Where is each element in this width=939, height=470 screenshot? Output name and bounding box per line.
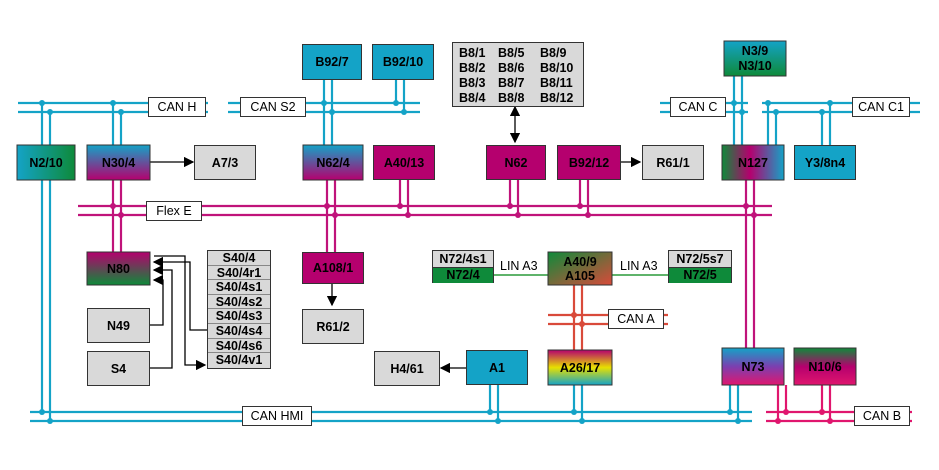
component-r61-1: R61/1 — [642, 145, 704, 180]
b8-2: B8/2 — [459, 61, 486, 75]
b8-7: B8/7 — [498, 76, 525, 90]
can-c-label: CAN C — [670, 97, 726, 117]
component-h4-61: H4/61 — [374, 351, 440, 386]
n3-9-label: N3/9 — [741, 43, 769, 58]
a40-9-label: A40/9 — [563, 254, 597, 269]
module-n127: N127 — [738, 155, 768, 170]
b8-sensor-block: B8/1 B8/5 B8/9 B8/2 B8/6 B8/10 B8/3 B8/7… — [452, 42, 584, 107]
lin-a3-right-label: LIN A3 — [618, 259, 660, 273]
module-n10-6-fill — [793, 347, 857, 386]
module-a40-13: A40/13 — [373, 145, 435, 180]
module-n62-4-fill — [302, 144, 364, 181]
can-a-label: CAN A — [608, 309, 664, 329]
b8-6: B8/6 — [498, 61, 525, 75]
module-n10-6: N10/6 — [808, 359, 842, 374]
n72-5s7-label: N72/5s7 — [669, 251, 731, 268]
s40-switch-block: S40/4 S40/4r1 S40/4s1 S40/4s2 S40/4s3 S4… — [207, 250, 271, 369]
module-n2-10: N2/10 — [29, 155, 63, 170]
s40-4s1: S40/4s1 — [208, 280, 270, 295]
component-n49: N49 — [87, 308, 150, 343]
b8-4: B8/4 — [459, 91, 486, 105]
module-y3-8n4: Y3/8n4 — [794, 145, 856, 180]
module-n3-9-n3-10: N3/9 N3/10 — [724, 41, 786, 76]
can-c1-label: CAN C1 — [852, 97, 910, 117]
module-n73: N73 — [741, 359, 765, 374]
b8-9: B8/9 — [540, 46, 567, 60]
s40-4s6: S40/4s6 — [208, 339, 270, 354]
b8-5: B8/5 — [498, 46, 525, 60]
can-h-label: CAN H — [148, 97, 206, 117]
module-b92-12: B92/12 — [557, 145, 621, 180]
module-a40-9-fill — [547, 251, 613, 286]
module-n72-4-group: N72/4s1 N72/4 — [432, 250, 494, 283]
module-b92-7: B92/7 — [302, 44, 362, 80]
module-n80: N80 — [107, 261, 130, 276]
b8-8: B8/8 — [498, 91, 525, 105]
can-hmi-label: CAN HMI — [242, 406, 312, 426]
flex-e-label: Flex E — [146, 201, 202, 221]
component-r61-2: R61/2 — [302, 309, 364, 344]
module-n72-5-group: N72/5s7 N72/5 — [668, 250, 732, 283]
can-b-label: CAN B — [854, 406, 910, 426]
a105-label: A105 — [565, 268, 595, 283]
module-n73-fill — [721, 347, 785, 386]
can-hmi-bus — [30, 180, 752, 423]
b8-11: B8/11 — [540, 76, 573, 90]
n72-4-label: N72/4 — [433, 267, 493, 283]
s40-4r1: S40/4r1 — [208, 266, 270, 281]
module-n62: N62 — [486, 145, 546, 180]
module-b92-10: B92/10 — [372, 44, 434, 80]
module-a26-17: A26/17 — [559, 360, 601, 375]
s40-4s2: S40/4s2 — [208, 295, 270, 310]
b8-3: B8/3 — [459, 76, 486, 90]
module-a26-17-fill — [547, 349, 613, 386]
module-n30-4-fill — [86, 144, 151, 181]
b8-10: B8/10 — [540, 61, 574, 75]
module-n30-4: N30/4 — [101, 155, 136, 170]
module-n127-fill — [721, 144, 785, 181]
s40-4v1: S40/4v1 — [215, 353, 263, 368]
module-a108-1: A108/1 — [302, 252, 364, 284]
n3-10-label: N3/10 — [738, 58, 772, 73]
lin-a3-left-label: LIN A3 — [498, 259, 540, 273]
n72-5-label: N72/5 — [669, 267, 731, 283]
b8-1: B8/1 — [459, 46, 486, 60]
n72-4s1-label: N72/4s1 — [433, 251, 493, 268]
b8-12: B8/12 — [540, 91, 574, 105]
module-n3-fill — [723, 40, 787, 77]
component-s4: S4 — [87, 351, 150, 386]
s40-4s4: S40/4s4 — [208, 324, 270, 339]
module-a1: A1 — [466, 350, 528, 385]
s40-4: S40/4 — [208, 251, 270, 266]
component-a7-3: A7/3 — [194, 145, 256, 180]
module-n2-10-fill — [16, 144, 76, 181]
module-n80-fill — [86, 251, 151, 286]
module-n62-4: N62/4 — [316, 155, 350, 170]
can-s2-label: CAN S2 — [240, 97, 306, 117]
module-a40-9-a105: A40/9 A105 — [548, 252, 612, 285]
signal-arrows — [150, 105, 642, 374]
s40-4s3: S40/4s3 — [208, 309, 270, 324]
